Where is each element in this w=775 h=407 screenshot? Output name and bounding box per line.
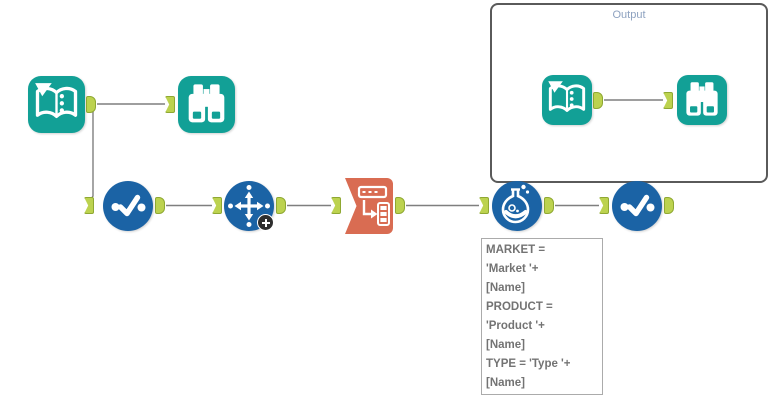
select-checkmark-icon bbox=[111, 194, 146, 217]
annotation-line: [Name] bbox=[486, 339, 525, 351]
container-label: Output bbox=[612, 9, 646, 21]
input-data-tool[interactable] bbox=[28, 76, 85, 133]
annotation-line: TYPE = 'Type '+ bbox=[486, 358, 571, 370]
tool-annotation[interactable]: MARKET = 'Market '+ [Name] PRODUCT = 'Pr… bbox=[481, 238, 603, 395]
output-anchor[interactable] bbox=[395, 197, 405, 214]
annotation-line: 'Market '+ bbox=[486, 263, 539, 275]
formula-flask-icon bbox=[501, 184, 530, 224]
plus-badge-icon bbox=[257, 214, 274, 231]
output-anchor[interactable] bbox=[155, 197, 165, 214]
browse-binoculars-icon bbox=[188, 84, 225, 123]
select-checkmark-icon bbox=[620, 194, 655, 217]
output-anchor[interactable] bbox=[664, 197, 674, 214]
select-tool[interactable] bbox=[103, 181, 153, 231]
input-data-book-icon bbox=[35, 83, 78, 119]
annotation-line: [Name] bbox=[486, 282, 525, 294]
arrange-tool[interactable] bbox=[224, 181, 274, 231]
annotation-line: PRODUCT = bbox=[486, 301, 553, 313]
browse-tool[interactable] bbox=[178, 76, 235, 133]
annotation-line: 'Product '+ bbox=[486, 320, 545, 332]
output-anchor[interactable] bbox=[276, 197, 286, 214]
browse-tool[interactable] bbox=[677, 75, 727, 125]
select-tool[interactable] bbox=[612, 181, 662, 231]
formula-tool[interactable] bbox=[492, 181, 542, 231]
output-anchor[interactable] bbox=[544, 197, 554, 214]
input-data-book-icon bbox=[548, 81, 586, 112]
annotation-line: [Name] bbox=[486, 377, 525, 389]
connection-wire[interactable] bbox=[89, 107, 94, 202]
transpose-icon bbox=[357, 185, 390, 226]
output-anchor[interactable] bbox=[86, 96, 96, 113]
output-anchor[interactable] bbox=[593, 92, 603, 109]
annotation-line: MARKET = bbox=[486, 244, 546, 256]
move-arrows-icon bbox=[228, 185, 270, 227]
browse-binoculars-icon bbox=[686, 82, 718, 116]
input-data-tool[interactable] bbox=[542, 75, 592, 125]
